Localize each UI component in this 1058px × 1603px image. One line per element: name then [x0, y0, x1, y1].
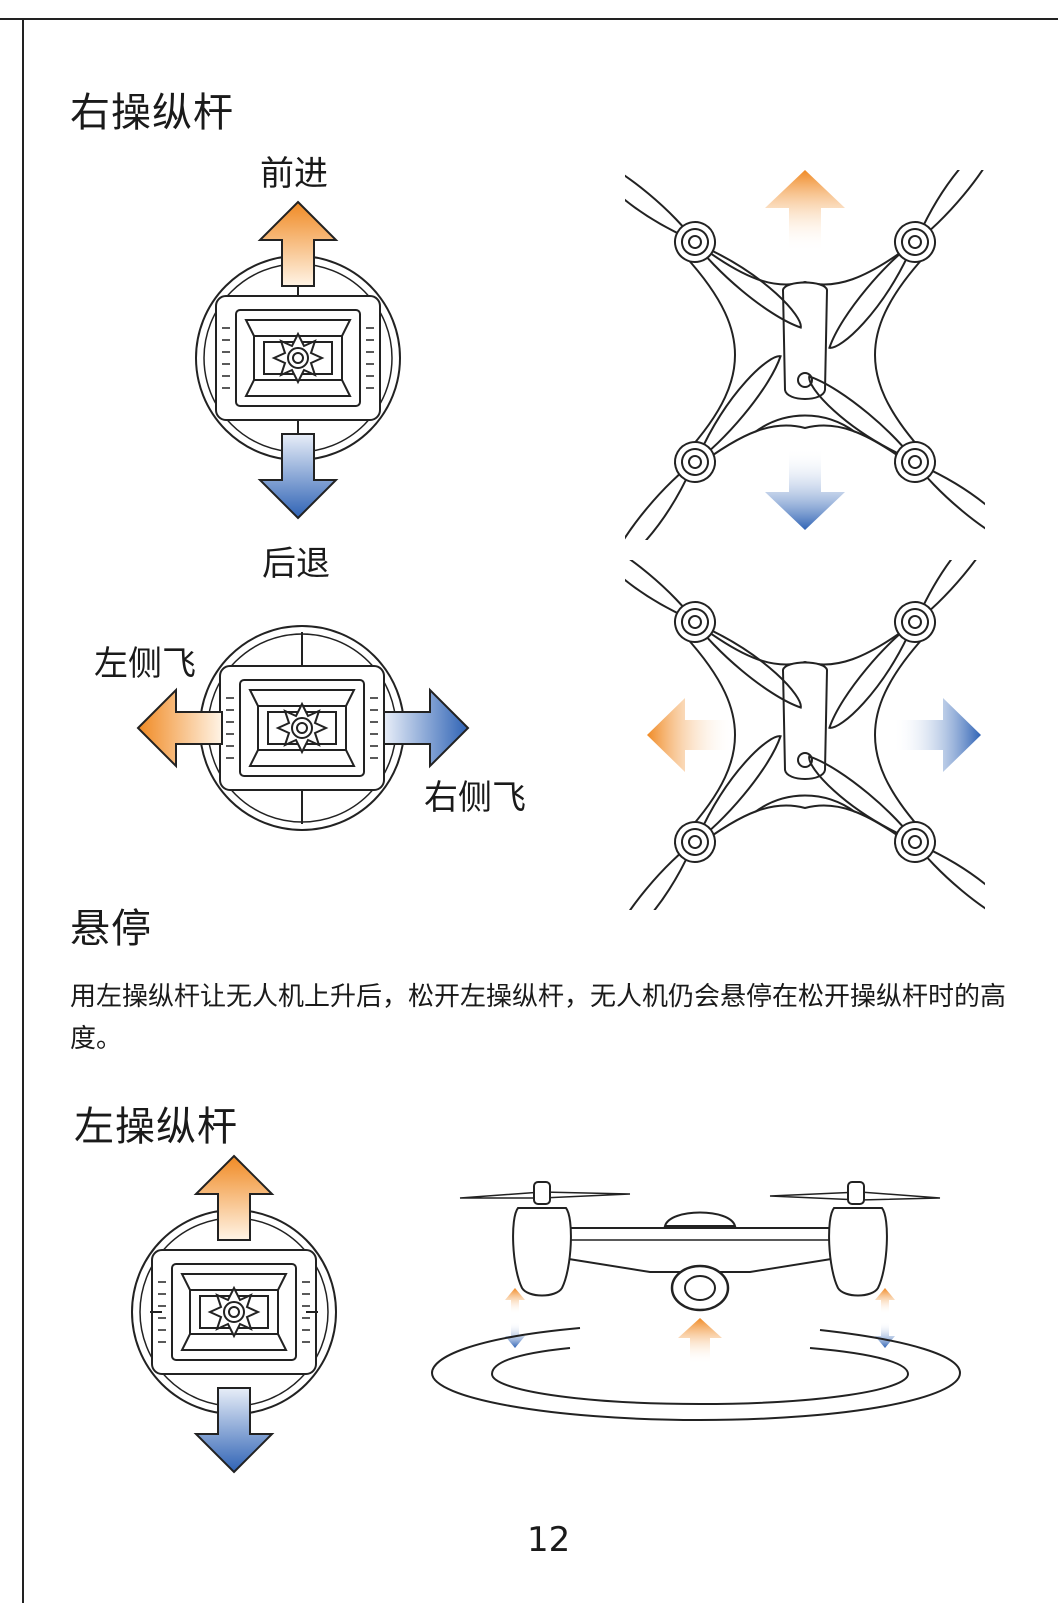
page-top-border — [0, 18, 1058, 20]
hover-title: 悬停 — [70, 906, 152, 952]
page-left-border — [22, 18, 24, 1603]
left-stick-title: 左操纵杆 — [74, 1104, 238, 1150]
left-side-label: 左侧飞 — [94, 644, 196, 684]
drone-front-view-ascend — [430, 1181, 962, 1422]
right-side-label: 右侧飞 — [424, 778, 526, 818]
right-stick-horizontal-illustration — [136, 625, 470, 831]
drone-top-view-forward — [625, 170, 985, 540]
backward-label: 后退 — [262, 544, 330, 584]
arrow-down — [257, 433, 339, 520]
page-number: 12 — [527, 1520, 571, 1560]
arrow-right — [383, 687, 470, 769]
left-stick-illustration — [131, 1154, 337, 1474]
drone-top-view-sideways — [625, 560, 985, 910]
right-stick-title: 右操纵杆 — [70, 90, 234, 136]
hover-description: 用左操纵杆让无人机上升后，松开左操纵杆，无人机仍会悬停在松开操纵杆时的高度。 — [70, 982, 1007, 1054]
right-stick-vertical-illustration — [195, 200, 401, 520]
arrow-up-throttle — [193, 1154, 275, 1241]
forward-label: 前进 — [260, 154, 328, 194]
arrow-down-throttle — [193, 1387, 275, 1474]
arrow-left — [136, 687, 223, 769]
arrow-up — [257, 200, 339, 287]
